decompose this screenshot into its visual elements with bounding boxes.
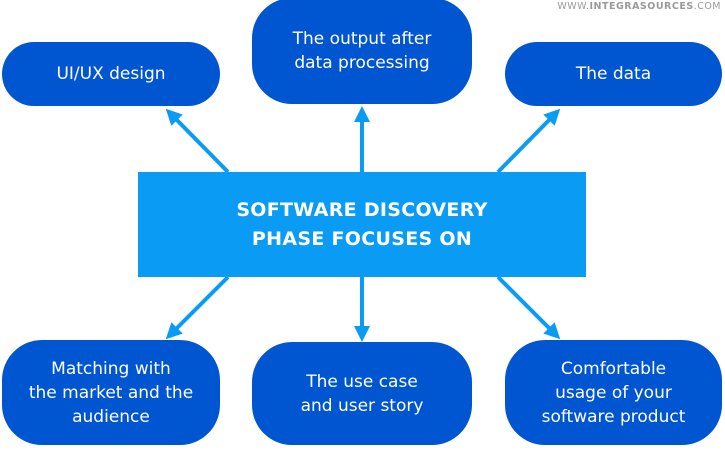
node-uiux-design: UI/UX design: [2, 42, 220, 106]
node-output-after-processing: The output after data processing: [252, 0, 472, 104]
node-comfortable-usage: Comfortable usage of your software produ…: [505, 340, 722, 445]
watermark: WWW.INTEGRASOURCES.COM: [557, 1, 721, 12]
watermark-prefix: WWW.: [557, 1, 590, 12]
arrow-to-comfortable: [496, 275, 561, 340]
node-matching-market: Matching with the market and the audienc…: [2, 340, 220, 445]
central-topic: SOFTWARE DISCOVERY PHASE FOCUSES ON: [138, 172, 586, 277]
watermark-brand: INTEGRASOURCES: [589, 1, 694, 12]
arrow-to-uiux: [165, 108, 230, 174]
watermark-suffix: .COM: [693, 1, 721, 12]
node-use-case: The use case and user story: [252, 342, 472, 445]
node-the-data: The data: [505, 42, 722, 106]
arrow-to-matching: [165, 275, 230, 340]
arrow-to-data: [496, 108, 561, 174]
